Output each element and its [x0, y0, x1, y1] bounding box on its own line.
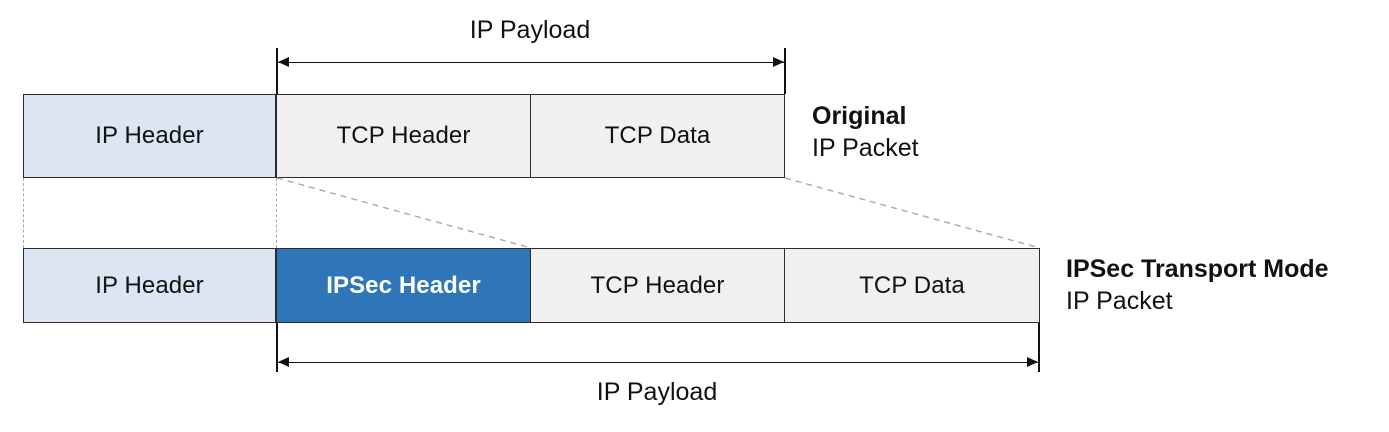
top-measure-line [277, 62, 784, 63]
row2-field-ip-header: IP Header [23, 248, 276, 323]
row2-field-tcp-data: TCP Data [784, 248, 1040, 323]
bottom-measure-tick-right [1038, 323, 1040, 372]
row1-caption-strong: Original [812, 102, 907, 130]
row2-field-ipsec-header: IPSec Header [276, 248, 531, 323]
guide-diagonal-left [276, 177, 532, 249]
row1-field-ip-header: IP Header [23, 94, 276, 178]
bottom-measure-arrow-right-icon [1027, 357, 1038, 367]
row1-caption: Original IP Packet [812, 100, 919, 164]
row1-field-tcp-data: TCP Data [530, 94, 785, 178]
guide-dashed-mid [276, 178, 277, 248]
bottom-measure-tick-left [276, 323, 278, 372]
row1-caption-sub: IP Packet [812, 134, 919, 162]
top-measure-arrow-left-icon [278, 57, 289, 67]
top-ip-payload-label: IP Payload [469, 16, 591, 44]
row2-caption: IPSec Transport Mode IP Packet [1066, 253, 1329, 317]
bottom-ip-payload-label: IP Payload [596, 378, 718, 406]
top-measure-arrow-right-icon [773, 57, 784, 67]
row2-caption-strong: IPSec Transport Mode [1066, 255, 1329, 283]
top-measure-tick-left [276, 48, 278, 94]
top-measure-tick-right [784, 48, 786, 94]
row2-caption-sub: IP Packet [1066, 287, 1173, 315]
guide-diagonal-right [784, 177, 1041, 249]
row2-field-tcp-header: TCP Header [530, 248, 785, 323]
bottom-measure-arrow-left-icon [278, 357, 289, 367]
guide-dashed-left [23, 178, 24, 248]
bottom-measure-line [277, 362, 1038, 363]
row1-field-tcp-header: TCP Header [276, 94, 531, 178]
